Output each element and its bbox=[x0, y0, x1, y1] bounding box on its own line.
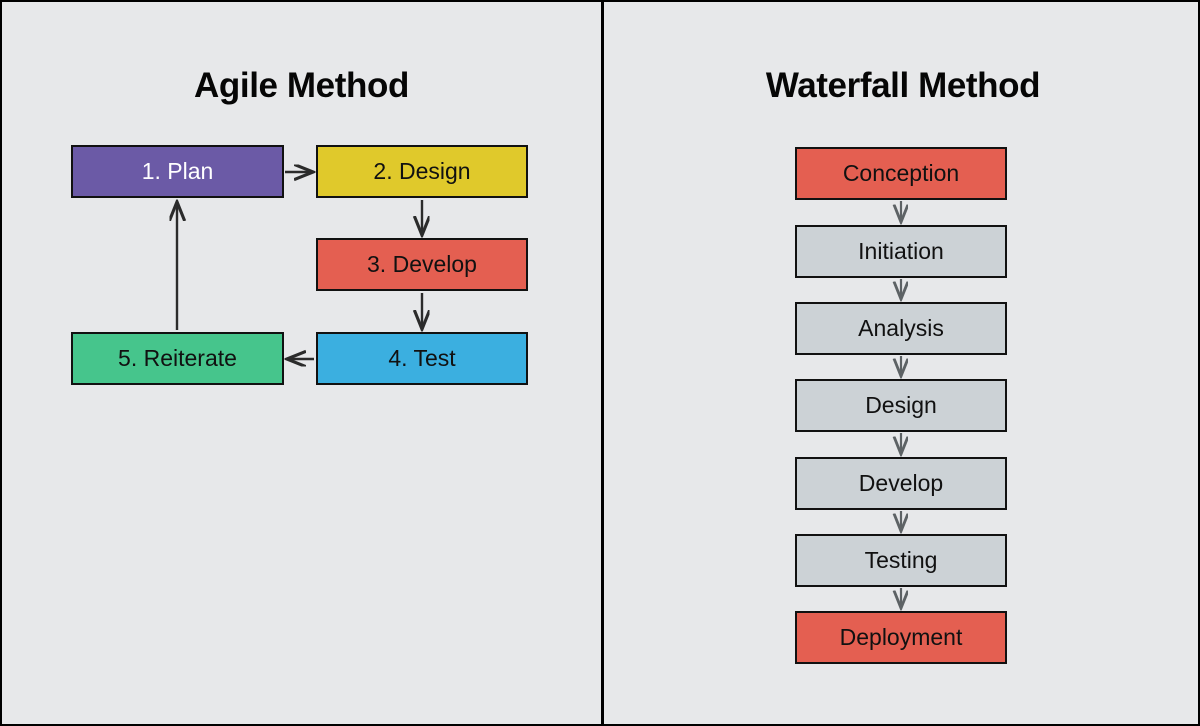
agile-node-design[interactable]: 2. Design bbox=[316, 145, 528, 198]
waterfall-node-develop-label: Develop bbox=[858, 470, 944, 496]
agile-node-test-label: 4. Test bbox=[388, 345, 456, 371]
waterfall-node-deployment-label: Deployment bbox=[839, 624, 963, 650]
waterfall-node-develop[interactable]: Develop bbox=[795, 457, 1007, 510]
agile-node-develop[interactable]: 3. Develop bbox=[316, 238, 528, 291]
agile-node-develop-label: 3. Develop bbox=[367, 251, 477, 277]
panel-agile: Agile Method 1. Plan 2. Design 3. Develo… bbox=[2, 2, 601, 724]
waterfall-node-conception-label: Conception bbox=[842, 160, 960, 186]
agile-node-reiterate-label: 5. Reiterate bbox=[118, 345, 237, 371]
panel-waterfall: Waterfall Method bbox=[604, 2, 1198, 724]
agile-title: Agile Method bbox=[194, 66, 409, 105]
waterfall-node-initiation[interactable]: Initiation bbox=[795, 225, 1007, 278]
agile-node-reiterate[interactable]: 5. Reiterate bbox=[71, 332, 284, 385]
agile-node-test[interactable]: 4. Test bbox=[316, 332, 528, 385]
panel-divider bbox=[601, 2, 604, 724]
waterfall-node-analysis[interactable]: Analysis bbox=[795, 302, 1007, 355]
waterfall-node-conception[interactable]: Conception bbox=[795, 147, 1007, 200]
waterfall-node-analysis-label: Analysis bbox=[858, 315, 944, 341]
agile-node-plan-label: 1. Plan bbox=[141, 158, 214, 184]
waterfall-title: Waterfall Method bbox=[765, 66, 1041, 105]
agile-node-plan[interactable]: 1. Plan bbox=[71, 145, 284, 198]
waterfall-node-testing-label: Testing bbox=[864, 547, 938, 573]
waterfall-node-deployment[interactable]: Deployment bbox=[795, 611, 1007, 664]
waterfall-node-initiation-label: Initiation bbox=[858, 238, 944, 264]
waterfall-node-design-label: Design bbox=[865, 392, 937, 418]
waterfall-node-design[interactable]: Design bbox=[795, 379, 1007, 432]
waterfall-node-testing[interactable]: Testing bbox=[795, 534, 1007, 587]
agile-node-design-label: 2. Design bbox=[373, 158, 471, 184]
